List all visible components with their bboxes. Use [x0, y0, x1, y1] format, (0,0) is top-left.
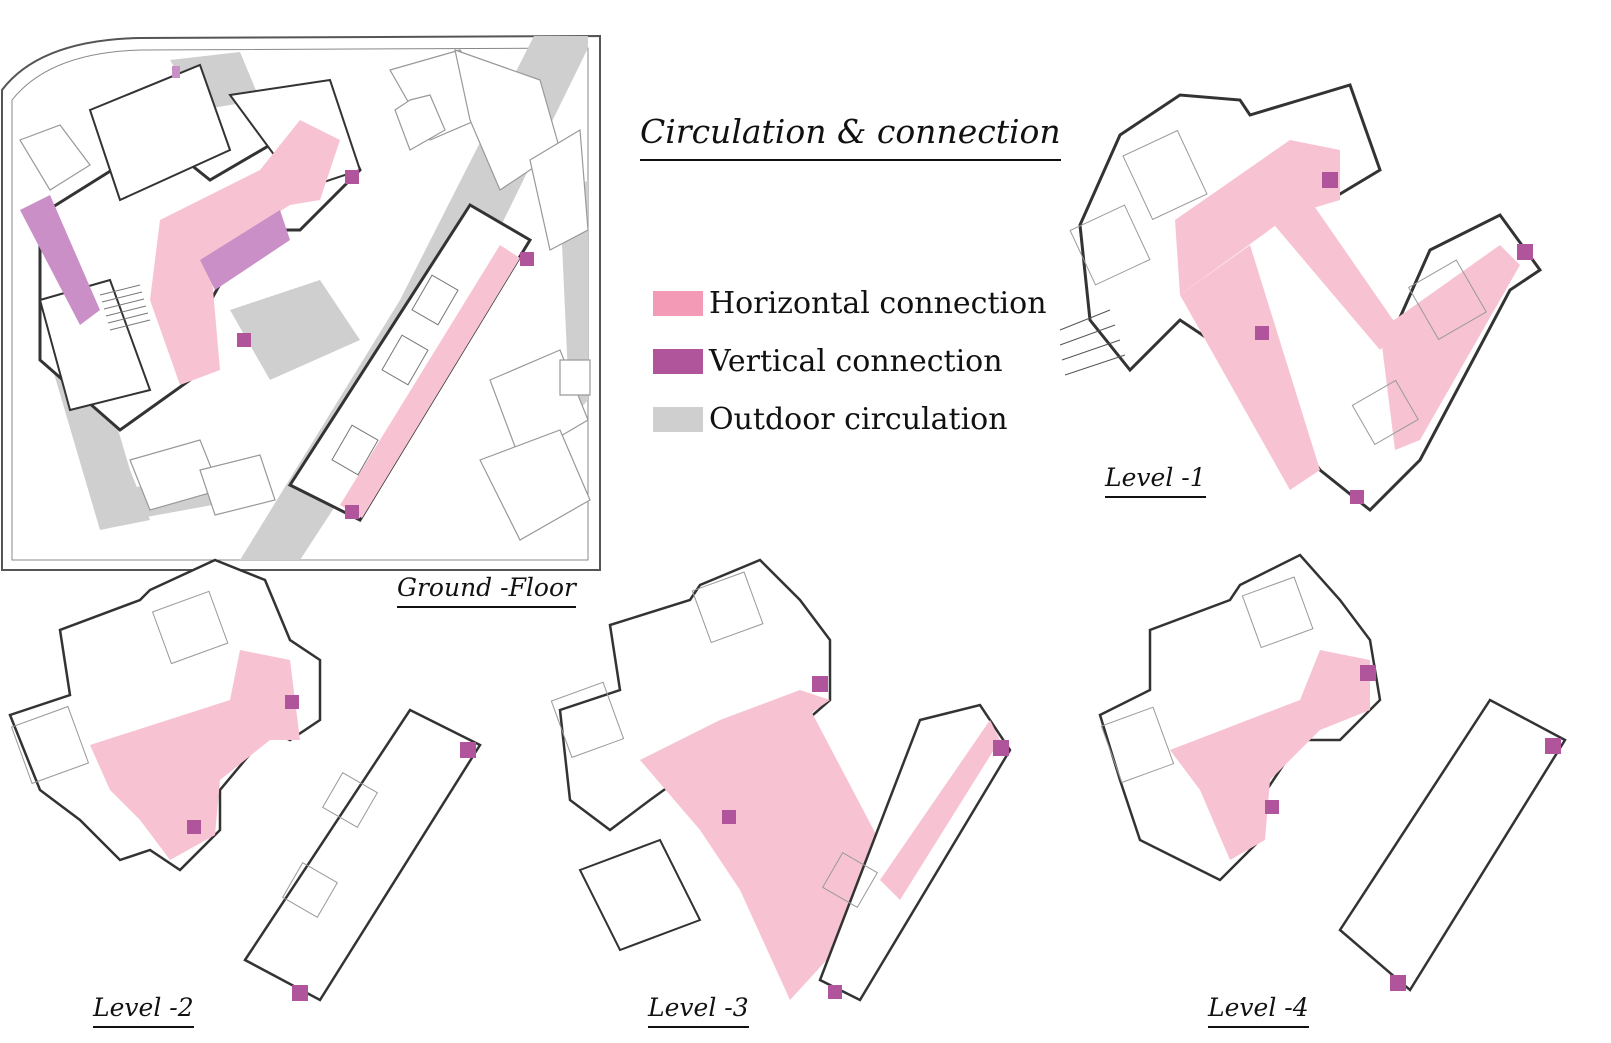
- legend-swatch-horizontal: [653, 290, 703, 316]
- legend-item-outdoor: Outdoor circulation: [653, 399, 1047, 439]
- label-ground-floor: Ground -Floor: [397, 573, 576, 608]
- site-boundary-inner: [11, 47, 589, 561]
- legend-label-vertical: Vertical connection: [709, 343, 1003, 379]
- ground-floor-plan: [0, 34, 601, 571]
- label-level-4: Level -4: [1208, 993, 1309, 1028]
- label-level-3: Level -3: [648, 993, 749, 1028]
- label-level-1: Level -1: [1105, 463, 1206, 498]
- legend-item-horizontal: Horizontal connection: [653, 283, 1047, 323]
- ground-east-building: [287, 202, 534, 522]
- legend-swatch-outdoor: [653, 406, 703, 432]
- legend-item-vertical: Vertical connection: [653, 341, 1047, 381]
- ground-main-building: [20, 63, 362, 432]
- legend-label-outdoor: Outdoor circulation: [709, 401, 1008, 437]
- level-1-plan: [1059, 83, 1543, 513]
- legend: Horizontal connection Vertical connectio…: [653, 283, 1047, 457]
- legend-label-horizontal: Horizontal connection: [709, 285, 1047, 321]
- legend-swatch-vertical: [653, 348, 703, 374]
- level-4-plan: [1098, 553, 1567, 992]
- site-context: [19, 49, 591, 541]
- label-level-2: Level -2: [93, 993, 194, 1028]
- level-2-plan: [8, 558, 482, 1002]
- diagram-title: Circulation & connection: [640, 112, 1061, 161]
- level-3-plan: [550, 558, 1012, 1002]
